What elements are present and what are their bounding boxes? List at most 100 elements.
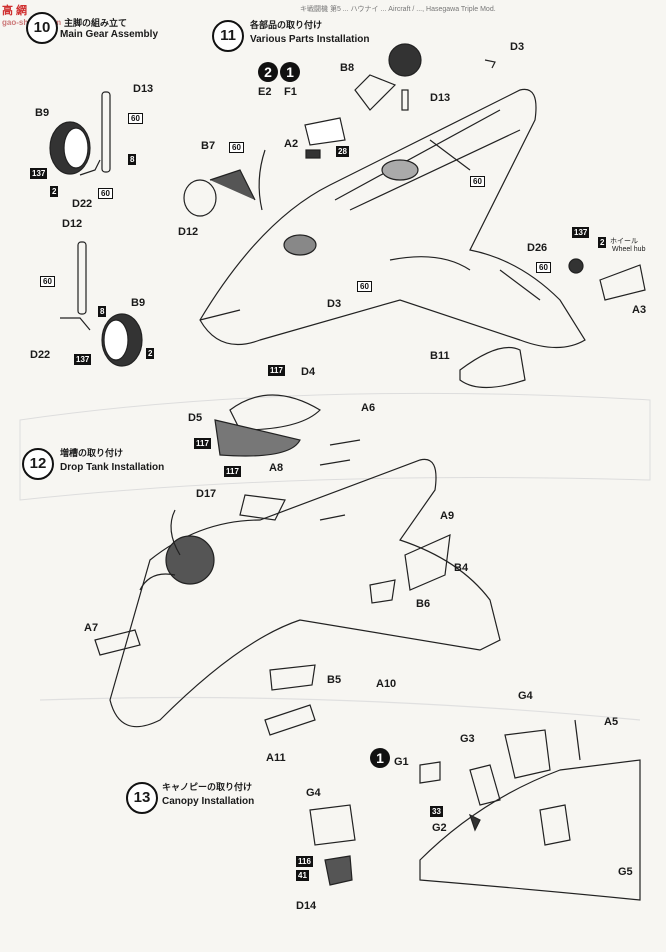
paint-badge: 8 (98, 306, 107, 317)
paint-badge: 60 (229, 142, 244, 153)
step-number: 13 (126, 782, 158, 814)
part-label: G2 (432, 822, 447, 834)
part-label: A9 (440, 510, 455, 522)
paint-badge: 60 (357, 281, 372, 292)
part-label: G1 (394, 756, 409, 768)
step-number: 10 (26, 12, 58, 44)
part-label: B7 (201, 140, 216, 152)
paint-badge: 41 (296, 870, 309, 881)
part-label: B8 (340, 62, 355, 74)
canopy-g4-left (309, 804, 356, 846)
part-label: A2 (284, 138, 299, 150)
paint-badge: 137 (74, 354, 92, 365)
part-label: D3 (510, 41, 525, 53)
paint-badge: 117 (194, 438, 211, 449)
part-label: A3 (632, 304, 647, 316)
step-title-en: Drop Tank Installation (60, 462, 165, 473)
part-label: B4 (454, 562, 469, 574)
part-label: D12 (178, 226, 199, 238)
part-label: D13 (133, 83, 154, 95)
part-label: D12 (62, 218, 83, 230)
part-d14 (324, 855, 353, 886)
part-label: B11 (430, 350, 450, 362)
header-strip: キ戦闘機 第5 ... ハウナイ ... Aircraft / ..., Has… (300, 6, 496, 13)
paint-badge: 2 (146, 348, 155, 359)
part-label: D22 (72, 198, 93, 210)
part-label: D14 (296, 900, 317, 912)
part-label: A6 (361, 402, 376, 414)
fuselage-wing-top (199, 88, 586, 349)
part-label: D13 (430, 92, 451, 104)
part-b5 (269, 664, 316, 691)
paint-badge: 116 (296, 856, 313, 867)
part-label: B6 (416, 598, 431, 610)
part-label: B5 (327, 674, 342, 686)
part-b4 (404, 534, 451, 591)
part-label: A11 (266, 752, 286, 764)
drop-tank-d4 (229, 394, 321, 431)
step-title-jp: キャノピーの取り付け (162, 783, 253, 793)
sprue-marker-2: 2 (258, 62, 278, 82)
paint-badge: 137 (572, 227, 590, 238)
part-label: D5 (188, 412, 203, 424)
part-label: D26 (527, 242, 548, 254)
wheel-b7 (183, 179, 217, 217)
part-label: F1 (284, 86, 297, 98)
part-label: D3 (327, 298, 342, 310)
gear-strut-top (101, 91, 111, 173)
paint-badge: 60 (536, 262, 551, 273)
paint-badge: 117 (224, 466, 241, 477)
part-b6 (369, 579, 396, 604)
part-a11 (264, 704, 316, 736)
paint-badge: 117 (268, 365, 285, 376)
part-g2 (468, 813, 481, 832)
step-number: 12 (22, 448, 54, 480)
paint-badge: 60 (128, 113, 143, 124)
part-label: G5 (618, 866, 633, 878)
paint-badge: 2 (50, 186, 59, 197)
drop-tank-d5 (214, 419, 301, 457)
step-title-jp: 各部品の取り付け (250, 21, 323, 31)
part-label: E2 (258, 86, 272, 98)
sprue-marker-1b: 1 (370, 748, 390, 768)
paint-badge: 28 (336, 146, 349, 157)
step-title-en: Main Gear Assembly (60, 29, 159, 40)
paint-badge: 33 (430, 806, 443, 817)
part-g1 (419, 761, 441, 784)
part-label: D22 (30, 349, 51, 361)
radiator-b11 (459, 346, 526, 389)
wheel-hub-note-en: Wheel hub (612, 246, 646, 253)
part-label: A7 (84, 622, 99, 634)
step-title-en: Canopy Installation (162, 796, 255, 807)
step-title-jp: 主脚の組み立て (64, 19, 128, 29)
canopy-g3 (469, 764, 501, 806)
sprue-marker-1: 1 (280, 62, 300, 82)
part-label: A10 (376, 678, 397, 690)
paint-badge: 60 (470, 176, 485, 187)
watermark-site: 高 網 (2, 5, 28, 17)
flap-a3 (599, 264, 646, 301)
paint-badge: 8 (128, 154, 137, 165)
paint-badge: 2 (598, 237, 607, 248)
part-label: B9 (131, 297, 146, 309)
canopy-g5 (539, 804, 571, 846)
wheel-hub-note-jp: ホイール (610, 238, 638, 245)
fuselage-wing-bottom (109, 458, 501, 728)
paint-badge: 60 (40, 276, 55, 287)
part-label: G4 (518, 690, 533, 702)
part-label: G4 (306, 787, 321, 799)
step-title-jp: 増槽の取り付け (60, 449, 124, 459)
part-a7 (94, 629, 141, 656)
step-number: 11 (212, 20, 244, 52)
gear-strut-bottom (77, 241, 87, 315)
spinner-b8 (388, 43, 422, 77)
part-label: B9 (35, 107, 50, 119)
part-label: A5 (604, 716, 619, 728)
canopy-g4-right (504, 729, 551, 779)
paint-badge: 137 (30, 168, 48, 179)
part-label: D17 (196, 488, 217, 500)
step-title-en: Various Parts Installation (250, 34, 370, 45)
paint-badge: 60 (98, 188, 113, 199)
